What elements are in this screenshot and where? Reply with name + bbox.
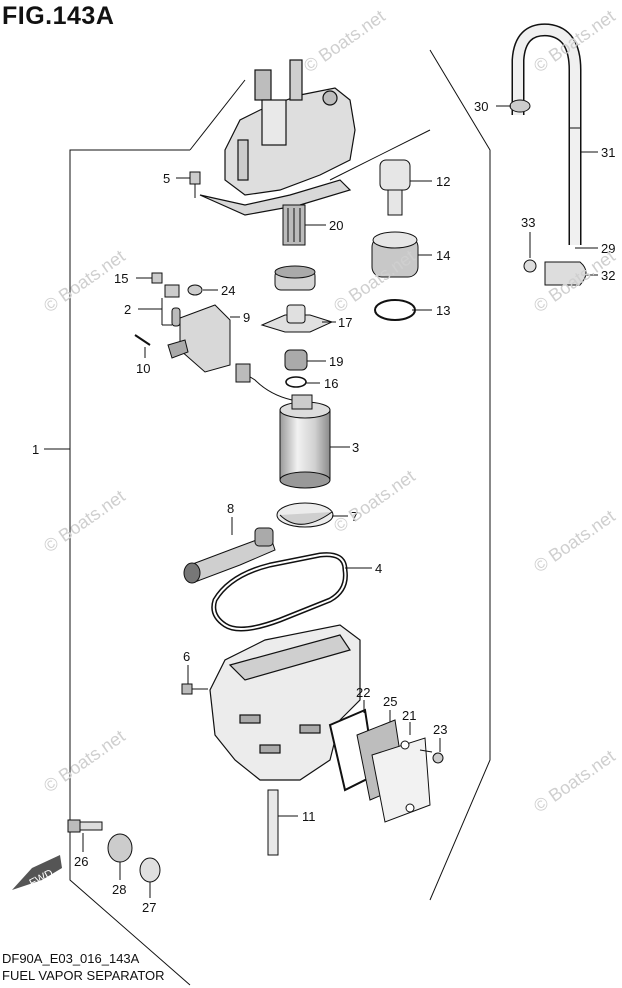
part-label: 30 bbox=[474, 99, 488, 114]
grommet bbox=[284, 349, 308, 371]
float-sensor bbox=[183, 527, 276, 584]
part-label: 20 bbox=[329, 218, 343, 233]
part-label: 2 bbox=[124, 302, 131, 317]
figure-code: DF90A_E03_016_143A bbox=[2, 951, 140, 966]
pump-holder bbox=[276, 502, 334, 528]
part-label: 3 bbox=[352, 440, 359, 455]
part-label: 10 bbox=[136, 361, 150, 376]
part-label: 26 bbox=[74, 854, 88, 869]
part-label: 12 bbox=[436, 174, 450, 189]
drain-pipe bbox=[267, 789, 279, 856]
part-label: 6 bbox=[183, 649, 190, 664]
part-label: 32 bbox=[601, 268, 615, 283]
figure-caption: FUEL VAPOR SEPARATOR bbox=[2, 968, 165, 983]
body-bolt bbox=[181, 683, 208, 695]
part-label: 8 bbox=[227, 501, 234, 516]
part-label: 4 bbox=[375, 561, 382, 576]
filter-cap bbox=[274, 265, 316, 291]
separator-cover bbox=[199, 59, 356, 216]
part-label: 28 bbox=[112, 882, 126, 897]
part-label: 27 bbox=[142, 900, 156, 915]
mount-hardware bbox=[67, 819, 161, 883]
part-label: 9 bbox=[243, 310, 250, 325]
part-label: 15 bbox=[114, 271, 128, 286]
figure-title: FIG.143A bbox=[2, 2, 115, 30]
hose-clamp bbox=[509, 99, 531, 113]
part-label: 22 bbox=[356, 685, 370, 700]
small-o-ring bbox=[285, 376, 307, 388]
small-screws bbox=[151, 171, 203, 296]
part-label: 21 bbox=[402, 708, 416, 723]
part-label: 14 bbox=[436, 248, 450, 263]
part-label: 23 bbox=[433, 722, 447, 737]
pump-bracket bbox=[260, 304, 334, 333]
leader-lines bbox=[44, 105, 598, 898]
part-label: 5 bbox=[163, 171, 170, 186]
part-label: 25 bbox=[383, 694, 397, 709]
part-label: 1 bbox=[32, 442, 39, 457]
part-label: 31 bbox=[601, 145, 615, 160]
o-ring bbox=[374, 299, 416, 321]
part-label: 17 bbox=[338, 315, 352, 330]
part-label: 16 bbox=[324, 376, 338, 391]
part-label: 13 bbox=[436, 303, 450, 318]
regulator-housing bbox=[371, 231, 419, 278]
pressure-regulator bbox=[379, 159, 411, 216]
hose-bracket bbox=[523, 259, 587, 286]
part-label: 24 bbox=[221, 283, 235, 298]
part-label: 33 bbox=[521, 215, 535, 230]
part-label: 11 bbox=[302, 809, 316, 824]
filter bbox=[282, 204, 306, 246]
part-label: 7 bbox=[351, 509, 358, 524]
fuel-pump bbox=[235, 363, 331, 489]
assembly-outline bbox=[69, 149, 191, 986]
part-labels: 1 2 3 4 5 6 7 8 9 10 11 12 13 14 15 16 1… bbox=[32, 99, 615, 915]
assembly-outline-right bbox=[429, 49, 491, 901]
connector-cover bbox=[134, 284, 231, 373]
part-label: 29 bbox=[601, 241, 615, 256]
part-label: 19 bbox=[329, 354, 343, 369]
plate-screw bbox=[419, 749, 444, 764]
separator-body bbox=[209, 624, 361, 781]
side-plates bbox=[328, 708, 431, 823]
fwd-arrow bbox=[12, 855, 62, 890]
